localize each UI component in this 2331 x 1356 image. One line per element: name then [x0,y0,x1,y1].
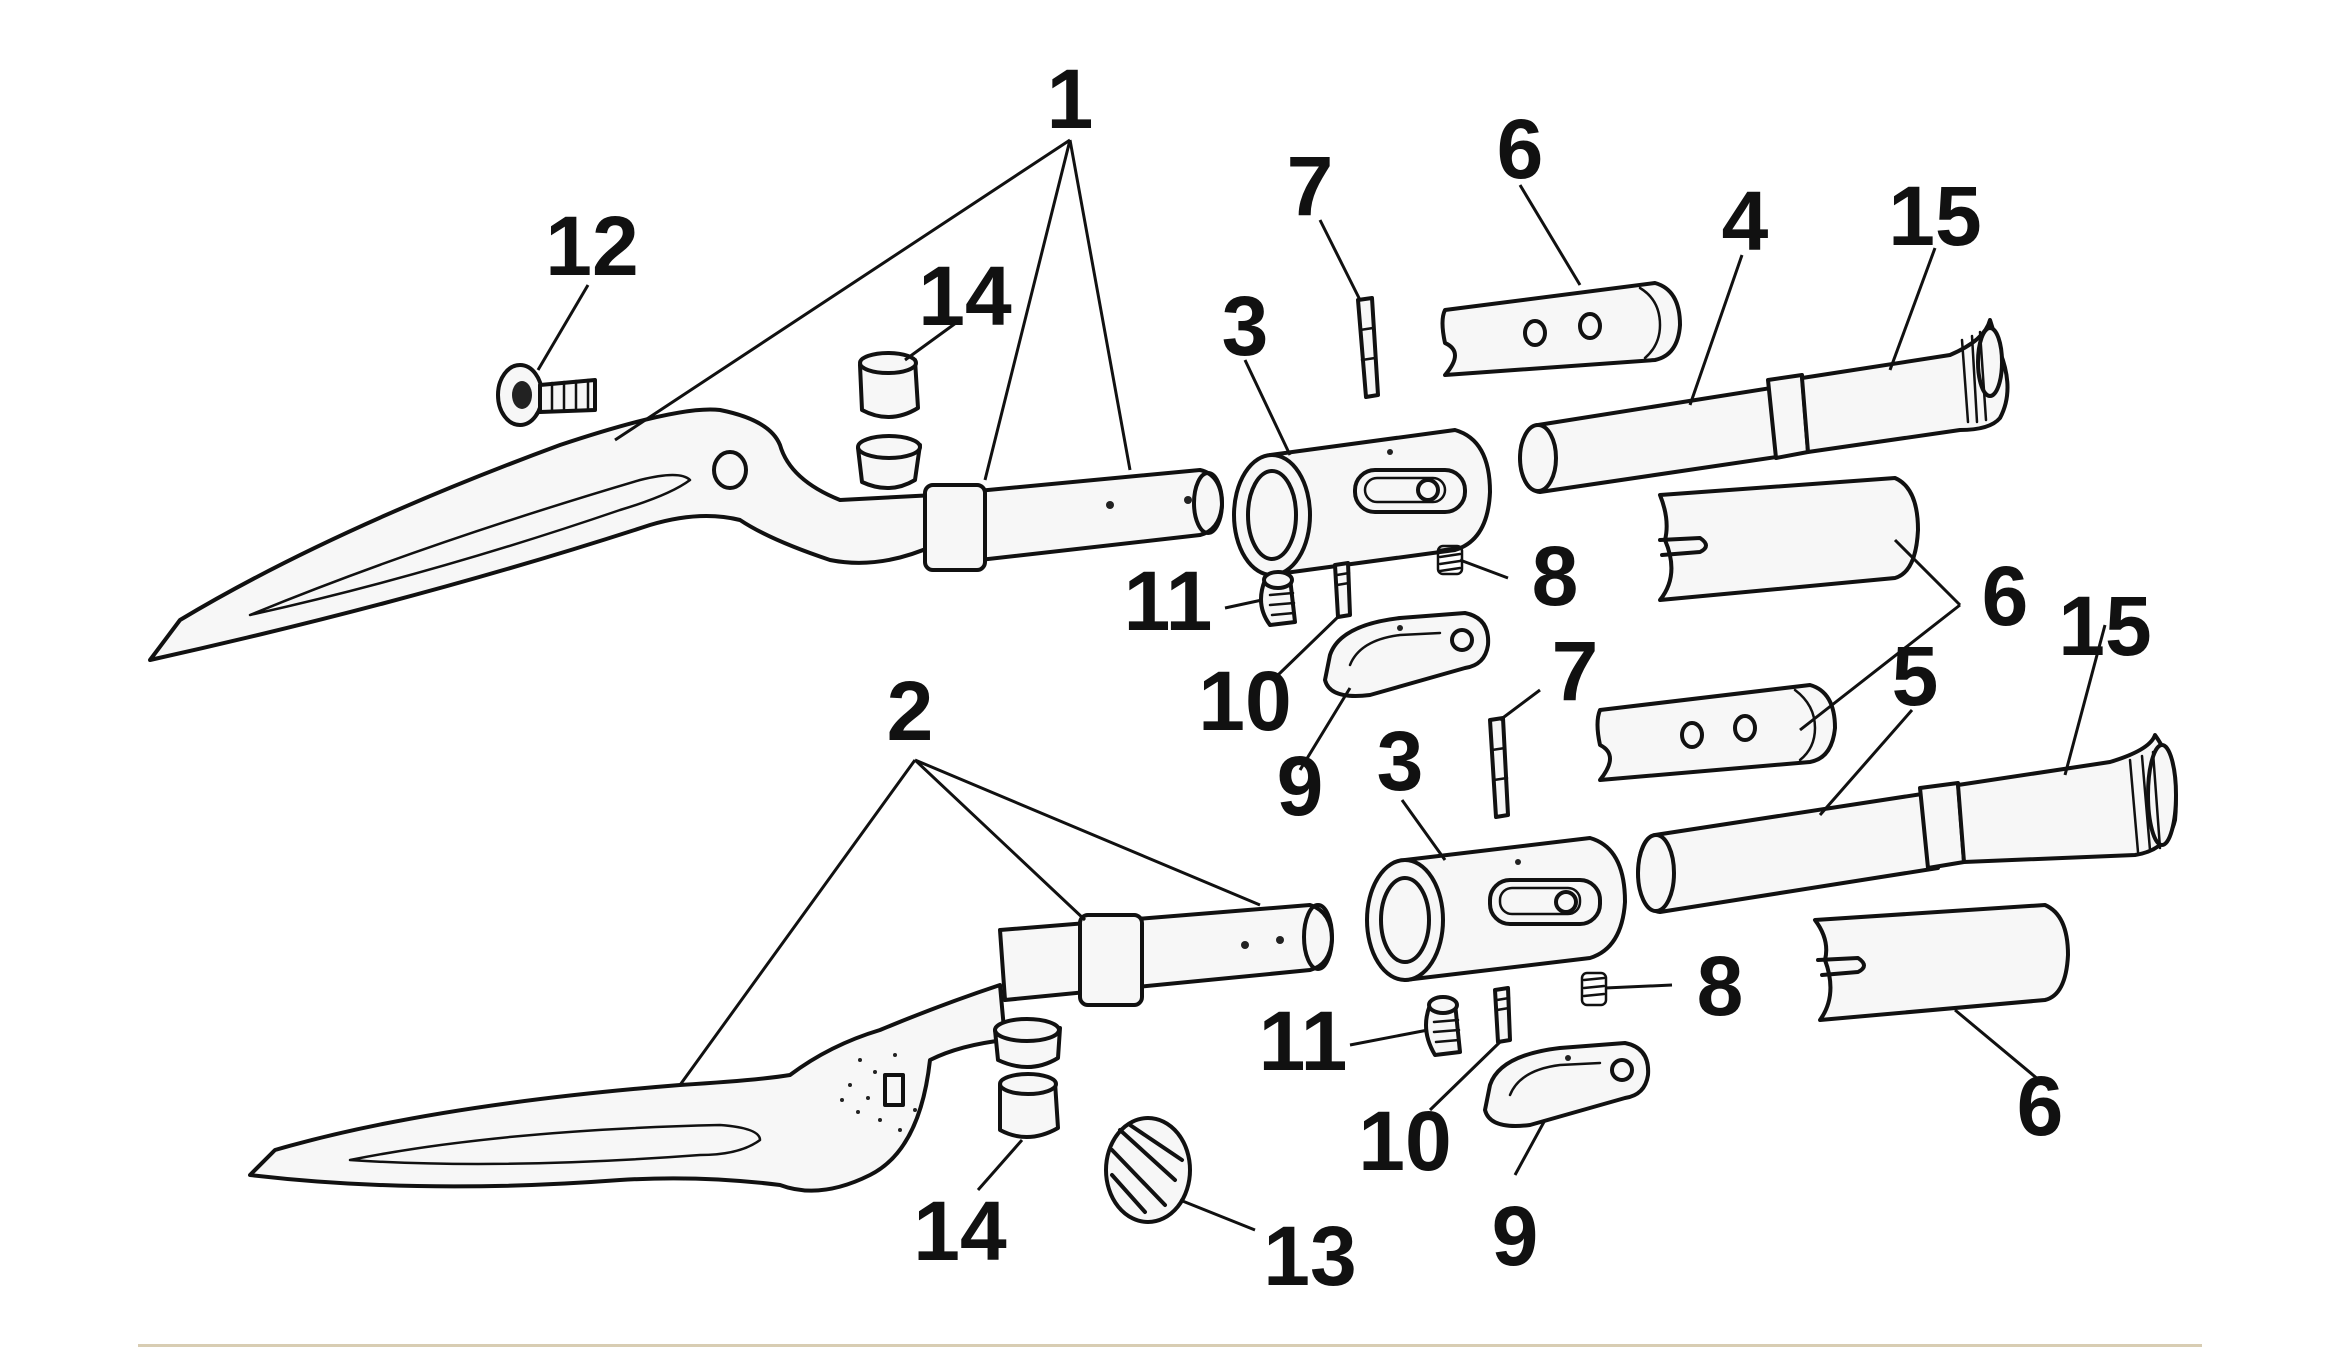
knob-part-13 [1104,1116,1192,1224]
label-part-8-upper: 8 [1532,529,1579,623]
label-part-14-lower: 14 [913,1184,1007,1278]
label-part-8-lower: 8 [1697,939,1744,1033]
tube-part-5-and-grip-15-lower [1636,733,2178,914]
label-part-7-upper: 7 [1287,139,1334,233]
stippled-area [840,1053,917,1132]
sleeve-part-3-upper [1232,428,1492,577]
label-part-6-bottom: 6 [2017,1059,2064,1153]
label-part-15-lower: 15 [2058,579,2151,673]
label-part-6-middle: 6 [1982,549,2029,643]
label-part-1: 1 [1047,52,1094,146]
pin-part-7-upper [1356,296,1380,399]
label-part-3-upper: 3 [1222,279,1269,373]
label-part-5: 5 [1892,629,1939,723]
bushing-part-11-lower [1424,995,1462,1057]
part-number-labels: 1 2 3 3 4 5 6 6 6 7 7 8 8 9 9 10 10 11 1… [545,52,2151,1303]
half-shell-part-6-d [1813,903,2070,1022]
label-part-11-lower: 11 [1259,994,1348,1088]
half-shell-part-6-c [1595,683,1837,782]
label-part-11-upper: 11 [1124,554,1213,648]
cap-part-14-upper [856,351,922,490]
lower-blade-assembly [248,683,2178,1224]
label-part-9-lower: 9 [1492,1189,1539,1283]
bottom-divider [138,1344,2202,1347]
upper-blade-assembly [148,281,2010,698]
pin-part-10-upper [1333,561,1352,619]
bushing-part-11-upper [1259,570,1297,627]
label-part-6-top: 6 [1497,102,1544,196]
tube-part-4-and-grip-15-upper [1518,318,2010,494]
spring-part-8-lower [1580,971,1608,1007]
half-shell-part-6-a [1440,281,1682,377]
label-part-4: 4 [1722,174,1769,268]
label-part-10-upper: 10 [1198,654,1291,748]
screw-part-12 [496,363,597,427]
latch-part-9-upper [1323,611,1491,698]
lower-blade [248,983,1007,1193]
cap-part-14-lower [993,1017,1062,1139]
label-part-3-lower: 3 [1377,714,1424,808]
half-shell-part-6-b [1658,476,1920,602]
label-part-15-upper: 15 [1888,169,1981,263]
label-part-7-lower: 7 [1552,624,1599,718]
label-part-9-upper: 9 [1277,739,1324,833]
pin-part-7-lower [1488,716,1510,819]
label-part-2: 2 [887,664,934,758]
sleeve-part-3-lower [1365,836,1627,982]
label-part-12: 12 [545,199,638,293]
label-part-10-lower: 10 [1358,1094,1451,1188]
latch-part-9-lower [1483,1041,1651,1128]
leader-lines [536,138,2107,1232]
label-part-13: 13 [1263,1209,1356,1303]
label-part-14-upper: 14 [918,249,1012,343]
pin-part-10-lower [1493,986,1512,1044]
